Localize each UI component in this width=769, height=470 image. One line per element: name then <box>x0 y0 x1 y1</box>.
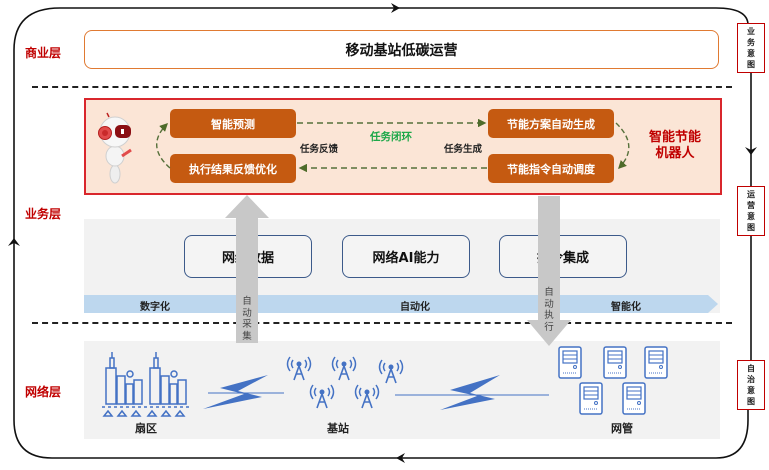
arrow-bottom-left-icon <box>396 453 405 463</box>
auto-execute-arrow <box>527 196 571 346</box>
separator-service-network <box>32 322 732 324</box>
auto-collect-arrow <box>225 195 269 343</box>
arrow-plan-to-dispatch <box>615 122 630 170</box>
task-loop-arrows <box>156 118 630 173</box>
layer-label-network: 网络层 <box>25 385 62 399</box>
wireless-link-right-icon <box>395 375 549 410</box>
stage-intelligent: 智能化 <box>611 302 641 313</box>
network-management-servers-icon <box>558 346 668 415</box>
intent-business: 业务意图 <box>737 23 765 73</box>
task-command-dispatch: 节能指令自动调度 <box>488 154 614 183</box>
intent-autonomous: 自治意图 <box>737 360 765 410</box>
stage-automated: 自动化 <box>400 302 430 313</box>
business-goal-box: 移动基站低碳运营 <box>84 30 719 69</box>
task-feedback-label: 任务反馈 <box>300 144 339 155</box>
base-station-label: 基站 <box>327 422 349 435</box>
sector-label: 扇区 <box>135 422 157 435</box>
auto-execute-label: 自动执行 <box>544 287 554 333</box>
layer-label-service: 业务层 <box>25 207 62 221</box>
task-generate-label: 任务生成 <box>444 144 483 155</box>
task-smart-prediction: 智能预测 <box>170 109 296 138</box>
separator-business-service <box>32 86 732 88</box>
arrow-feedback-to-predict <box>156 123 171 169</box>
arrow-top-right-icon <box>391 3 400 13</box>
task-feedback-optimization: 执行结果反馈优化 <box>170 154 296 183</box>
task-plan-generation: 节能方案自动生成 <box>488 109 614 138</box>
wireless-link-left-icon <box>203 375 284 409</box>
sector-buildings-icon <box>102 352 190 417</box>
task-loop-label: 任务闭环 <box>370 131 412 143</box>
robot-mascot-icon <box>98 112 132 184</box>
base-station-towers-icon <box>286 356 404 409</box>
arrow-right-down-icon <box>745 147 757 155</box>
capability-label: 网络AI能力 <box>372 251 440 266</box>
robot-title: 智能节能 机器人 <box>648 130 701 161</box>
loop-path <box>13 7 749 459</box>
capability-network-ai: 网络AI能力 <box>342 235 470 278</box>
intent-operations: 运营意图 <box>737 186 765 236</box>
nms-label: 网管 <box>611 422 633 435</box>
auto-collect-label: 自动采集 <box>242 296 252 342</box>
arrow-left-up-icon <box>8 238 20 246</box>
business-goal-title: 移动基站低碳运营 <box>345 42 458 59</box>
layer-label-business: 商业层 <box>25 46 62 60</box>
stage-digital: 数字化 <box>140 302 170 313</box>
